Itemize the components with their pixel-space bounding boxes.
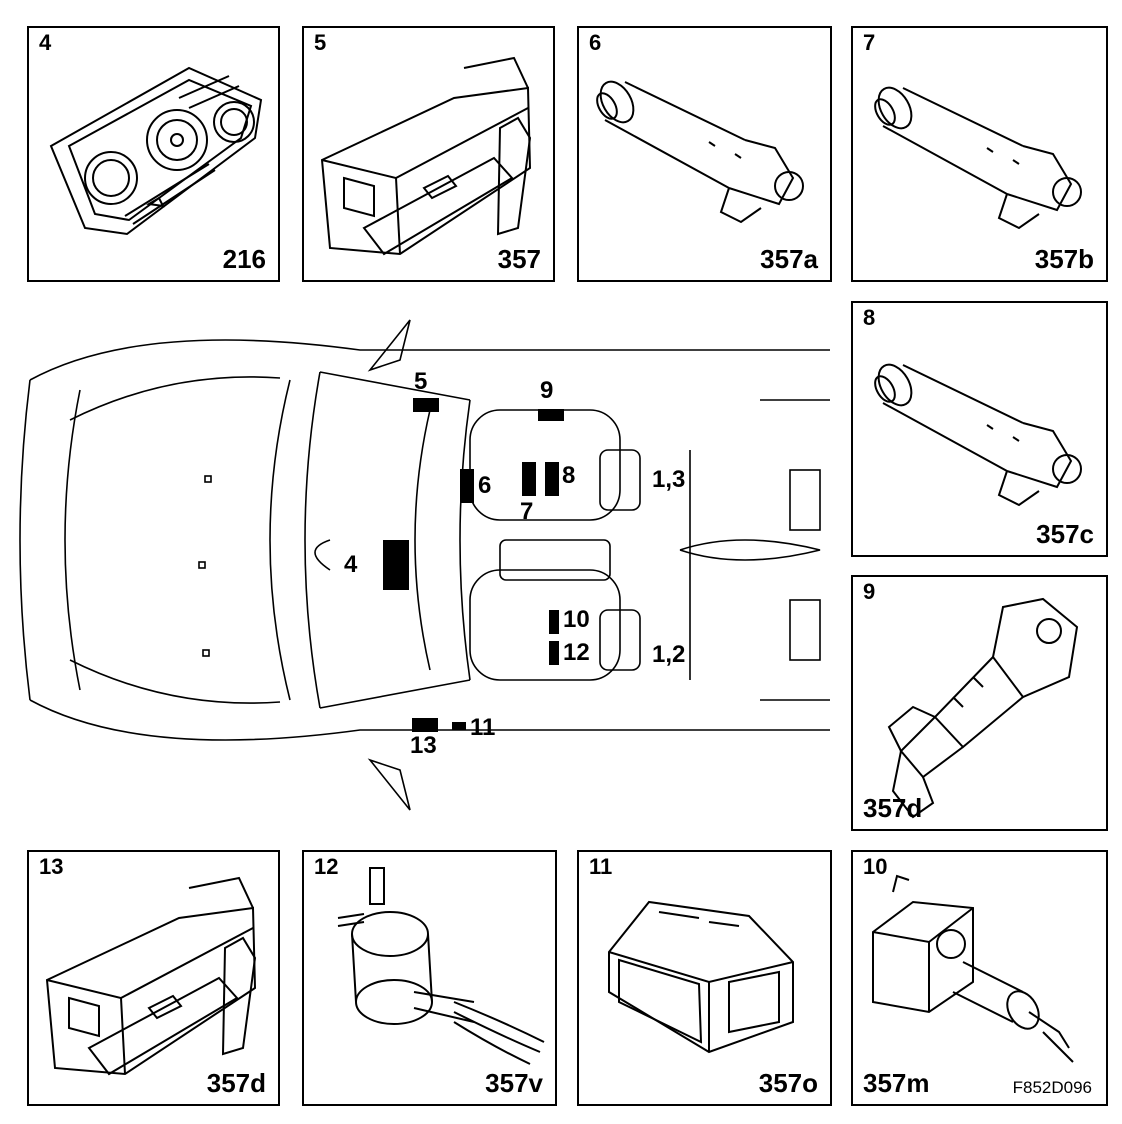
car-top-view-drawing [19,319,830,811]
part-code: 357v [485,1068,543,1098]
car-label-11: 11 [470,714,496,741]
panel-lumbar-motor: 10 357m F852D096 [851,850,1108,1106]
panel-lumbar-switch: 11 357o [577,850,832,1106]
seat-motor-drawing [874,86,1082,230]
panel-number: 9 [863,579,876,604]
panel-motor-a: 6 357a [577,26,832,282]
panel-motor-b: 7 357b [851,26,1108,282]
part-code: 357 [497,244,541,274]
car-label-13: 13 [410,732,437,759]
figure-reference: F852D096 [1012,1078,1092,1097]
panel-motor-c: 8 357c [851,301,1108,557]
panel-number: 4 [39,30,52,55]
car-label-4: 4 [344,551,358,578]
part-code: 357c [1036,519,1094,549]
panel-number: 5 [314,30,327,55]
seat-motor-drawing [874,363,1082,507]
panel-number: 7 [863,30,876,55]
marker-9 [538,409,564,421]
car-label-1-2: 1,2 [652,641,686,668]
part-code: 357b [1034,244,1094,274]
pump-drawing [337,867,545,1065]
marker-13 [412,718,438,732]
seat-motor-drawing [596,80,804,224]
lumbar-motor-drawing [872,874,1074,1063]
panel-number: 12 [314,854,339,879]
panel-number: 11 [589,854,613,879]
marker-4 [383,540,409,590]
panel-seat-switch-front: 5 357 [302,26,555,282]
marker-10 [549,610,559,634]
car-label-1-3: 1,3 [652,466,686,493]
marker-11 [452,722,466,730]
part-code: 216 [222,244,266,274]
panel-number: 13 [39,854,64,879]
part-code: 357m [863,1068,930,1098]
panel-motor-d: 9 357d [851,575,1108,831]
panel-number: 6 [589,30,602,55]
panel-number: 10 [863,854,888,879]
seat-switch-drawing [320,56,532,256]
part-code: 357a [760,244,818,274]
panel-number: 8 [863,305,876,330]
marker-5 [413,398,439,412]
gear-motor-drawing [887,597,1079,819]
marker-8 [545,462,559,496]
lumbar-switch-drawing [608,900,794,1054]
part-code: 357d [206,1068,266,1098]
panel-seat-switch-rear: 13 357d [27,850,280,1106]
car-label-8: 8 [562,462,576,489]
marker-7 [522,462,536,496]
marker-12 [549,641,559,665]
car-label-12: 12 [563,639,590,666]
car-label-10: 10 [563,606,590,633]
part-code: 357o [758,1068,818,1098]
marker-6 [460,469,474,503]
panel-climate-control: 4 216 [27,26,280,282]
part-code: 357d [863,793,923,823]
car-label-9: 9 [540,377,554,404]
seat-switch-drawing [45,876,257,1076]
climate-control-panel-drawing [49,66,263,236]
car-label-7: 7 [520,498,534,525]
car-label-5: 5 [414,368,428,395]
car-label-6: 6 [478,472,492,499]
panel-pump: 12 357v [302,850,557,1106]
